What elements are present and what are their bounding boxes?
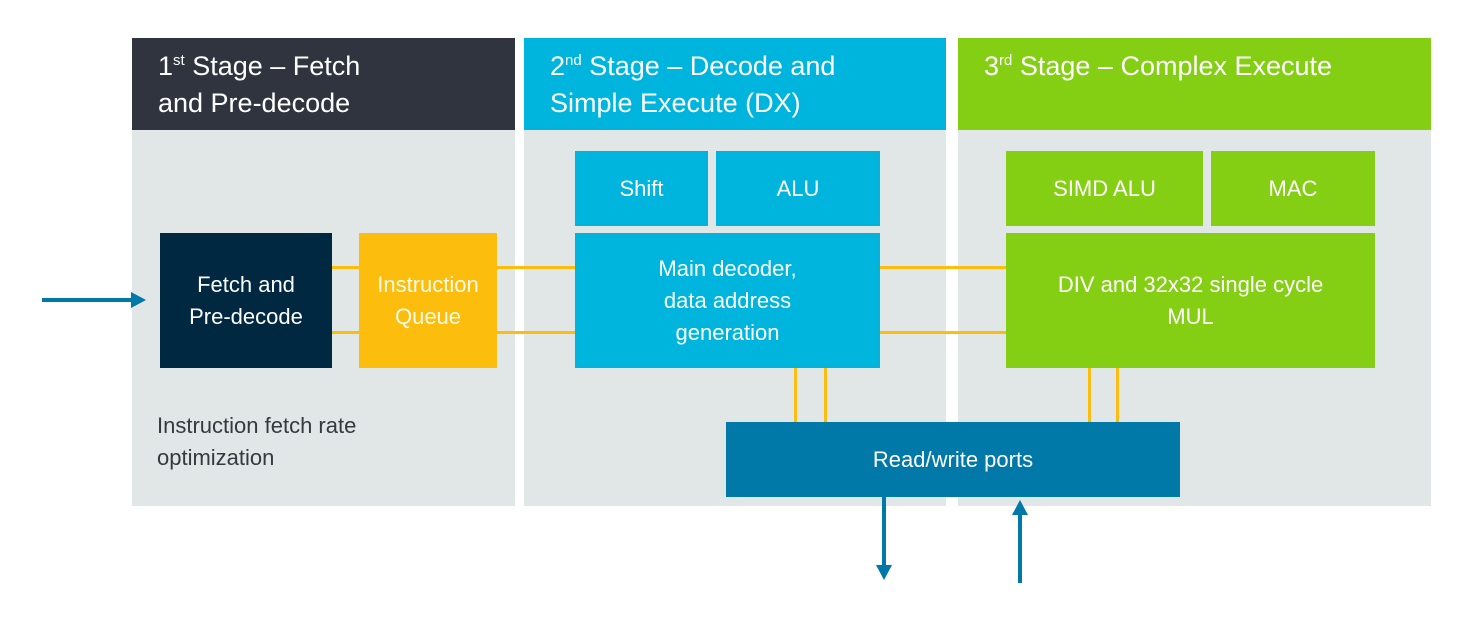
shift-block: Shift: [575, 151, 708, 226]
stage-3-title-line1: 3rd Stage – Complex Execute: [984, 51, 1333, 81]
alu-block: ALU: [716, 151, 880, 226]
decoder-label-line1: Main decoder,: [658, 255, 797, 281]
wire-queue-decoder-top: [497, 266, 576, 269]
note-line1: Instruction fetch rate: [157, 413, 357, 438]
fetch-predecode-block: Fetch and Pre-decode: [160, 233, 332, 368]
up-arrow-icon: [1012, 500, 1028, 583]
queue-label-line1: Instruction: [377, 271, 479, 297]
down-arrow-icon: [876, 497, 892, 580]
decoder-label-line2: data address: [663, 287, 792, 313]
wire-decoder-divmul-top: [880, 266, 1006, 269]
wire-decoder-ports-right: [824, 368, 827, 423]
mac-block: MAC: [1211, 151, 1375, 226]
main-decoder-block: Main decoder, data address generation: [575, 233, 880, 368]
stage-1-header: 1st Stage – Fetch and Pre-decode: [132, 38, 515, 130]
mac-label: MAC: [1268, 175, 1318, 201]
wire-decoder-divmul-bottom: [880, 331, 1006, 334]
ports-label: Read/write ports: [872, 446, 1034, 472]
wire-divmul-ports-right: [1116, 368, 1119, 423]
wire-queue-decoder-bottom: [497, 331, 576, 334]
fetch-label-line1: Fetch and: [197, 271, 295, 297]
stage-3-header: 3rd Stage – Complex Execute: [958, 38, 1431, 130]
read-write-ports-block: Read/write ports: [726, 422, 1180, 497]
alu-label: ALU: [776, 175, 820, 201]
fetch-label-line2: Pre-decode: [189, 303, 303, 329]
divmul-label-line1: DIV and 32x32 single cycle: [1057, 271, 1324, 297]
wire-fetch-queue-bottom: [332, 331, 359, 334]
wire-fetch-queue-top: [332, 266, 359, 269]
wire-divmul-ports-left: [1088, 368, 1091, 423]
note-line2: optimization: [157, 445, 275, 470]
stage-1-title-line2: and Pre-decode: [158, 88, 351, 118]
shift-label: Shift: [619, 175, 664, 201]
input-arrow-icon: [42, 292, 146, 308]
simd-alu-label: SIMD ALU: [1053, 175, 1156, 201]
instruction-queue-block: Instruction Queue: [359, 233, 497, 368]
divmul-label-line2: MUL: [1167, 303, 1214, 329]
fetch-rate-note: Instruction fetch rate optimization: [157, 410, 457, 474]
div-mul-block: DIV and 32x32 single cycle MUL: [1006, 233, 1375, 368]
queue-label-line2: Queue: [394, 303, 462, 329]
stage-1-title-line1: 1st Stage – Fetch: [158, 51, 361, 81]
simd-alu-block: SIMD ALU: [1006, 151, 1203, 226]
decoder-label-line3: generation: [675, 319, 780, 345]
stage-2-header: 2nd Stage – Decode and Simple Execute (D…: [524, 38, 946, 130]
wire-decoder-ports-left: [794, 368, 797, 423]
stage-2-title-line1: 2nd Stage – Decode and: [550, 51, 836, 81]
stage-2-title-line2: Simple Execute (DX): [550, 88, 801, 118]
